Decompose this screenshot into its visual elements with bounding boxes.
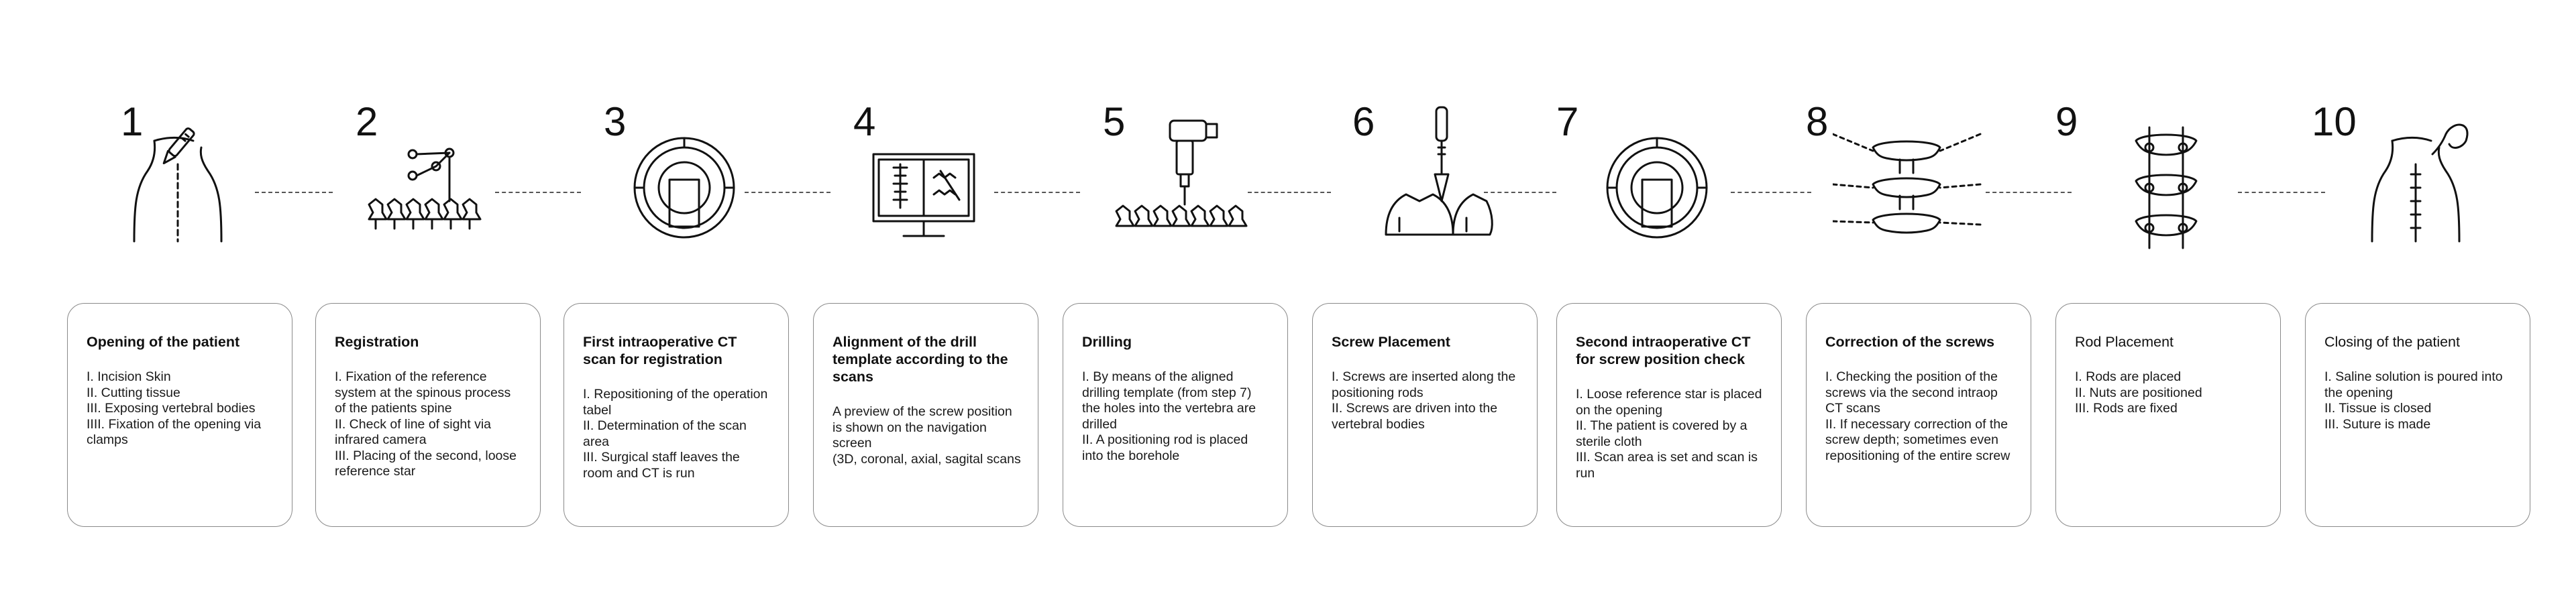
step-description: I. By means of the aligned drilling temp… [1082,369,1271,464]
step-card: Registration I. Fixation of the referenc… [315,303,541,527]
step-card: Rod Placement I. Rods are placed II. Nut… [2055,303,2281,527]
step-title: Correction of the screws [1825,334,1995,350]
step-line: II. Check of line of sight via infrared … [335,416,492,448]
step-card: Alignment of the drill template accordin… [813,303,1038,527]
step-line: II. Determination of the scan area [583,418,747,449]
step-card: Correction of the screws I. Checking the… [1806,303,2031,527]
step-number: 5 [1103,99,1126,144]
screwdriver-icon [1366,87,1520,255]
step-description: I. Fixation of the reference system at t… [335,369,524,480]
step-9: 9 Rod Placement I. Rods are placed II. N… [2055,0,2284,604]
step-number: 9 [2055,99,2078,144]
connector-6-7 [1484,192,1556,193]
step-line: II. The patient is covered by a sterile … [1576,418,1748,449]
step-line: II. Cutting tissue [87,385,180,400]
step-8: 8 Correction of the screws I. Checking t… [1806,0,2034,604]
step-line: III. Placing of the second, loose refere… [335,448,517,479]
step-title: Registration [335,334,419,350]
step-description: I. Loose reference star is placed on the… [1576,387,1765,481]
step-number: 8 [1806,99,1829,144]
step-line: III. Rods are fixed [2075,401,2178,416]
step-line: I. Saline solution is poured into the op… [2324,369,2503,400]
connector-4-5 [994,192,1080,193]
step-6: 6 Screw Placement I. Screws are inserted… [1312,0,1540,604]
step-card: Second intraoperative CT for screw posit… [1556,303,1782,527]
step-description: I. Rods are placed II. Nuts are position… [2075,369,2264,417]
step-line: I. Rods are placed [2075,369,2182,384]
ct-scanner-icon [1583,87,1737,255]
connector-5-6 [1248,192,1331,193]
step-description: A preview of the screw position is shown… [833,404,1022,467]
step-7: 7 Second intraoperative CT for screw pos… [1556,0,1784,604]
step-description: I. Screws are inserted along the positio… [1332,369,1521,432]
step-description: I. Checking the position of the screws v… [1825,369,2015,464]
step-line: II. Nuts are positioned [2075,385,2202,400]
spine-rods-icon [2096,87,2250,255]
step-description: I. Incision Skin II. Cutting tissue III.… [87,369,276,448]
step-title: Opening of the patient [87,334,240,350]
step-5: 5 Drilling I. By means of the aligned dr… [1063,0,1291,604]
step-4: 4 Alignment of the drill template accord… [813,0,1041,604]
connector-3-4 [745,192,830,193]
connector-9-10 [2238,192,2325,193]
step-line: II. Screws are driven into the vertebral… [1332,401,1498,432]
step-title: First intraoperative CT scan for registr… [583,334,737,367]
step-number: 3 [604,99,627,144]
ct-scanner-icon [610,87,765,255]
step-line: I. Incision Skin [87,369,171,384]
step-2: 2 Registration [315,0,543,604]
step-description: I. Saline solution is poured into the op… [2324,369,2514,432]
step-card: Closing of the patient I. Saline solutio… [2305,303,2530,527]
step-line: II. A positioning rod is placed into the… [1082,432,1248,463]
step-line: III. Surgical staff leaves the room and … [583,450,740,481]
connector-8-9 [1986,192,2072,193]
vertebrae-screws-icon [1833,87,1987,255]
step-card: Opening of the patient I. Incision Skin … [67,303,292,527]
connector-1-2 [255,192,333,193]
step-number: 6 [1352,99,1375,144]
step-line: I. Checking the position of the screws v… [1825,369,1998,416]
step-line: A preview of the screw position is shown… [833,404,1012,450]
step-title: Screw Placement [1332,334,1450,350]
drill-icon [1110,87,1264,255]
connector-2-3 [495,192,581,193]
step-number: 2 [356,99,378,144]
step-number: 10 [2312,99,2357,144]
step-line: III. Suture is made [2324,416,2431,432]
step-card: Screw Placement I. Screws are inserted a… [1312,303,1538,527]
step-title: Second intraoperative CT for screw posit… [1576,334,1751,367]
step-line: I. Screws are inserted along the positio… [1332,369,1516,400]
step-card: First intraoperative CT scan for registr… [564,303,789,527]
step-1: 1 Opening of the patient I. Incision Ski… [67,0,295,604]
step-number: 7 [1556,99,1579,144]
step-line: III. Exposing vertebral bodies [87,401,256,416]
step-3: 3 First intraoperative CT scan for regis… [564,0,792,604]
step-title: Alignment of the drill template accordin… [833,334,1008,385]
vertebrae-reference-star-icon [356,87,510,255]
patient-back-suture-icon [2352,87,2506,255]
step-title: Closing of the patient [2324,334,2460,350]
step-title: Drilling [1082,334,1132,350]
patient-back-scalpel-icon [107,87,262,255]
step-10: 10 Closing of the patient I. Saline solu… [2305,0,2533,604]
step-number: 4 [853,99,876,144]
step-line: II. If necessary correction of the screw… [1825,416,2010,463]
step-line: I. Repositioning of the operation tabel [583,387,768,418]
step-card: Drilling I. By means of the aligned dril… [1063,303,1288,527]
step-line: (3D, coronal, axial, sagital scans [833,451,1021,467]
step-description: I. Repositioning of the operation tabel … [583,387,772,481]
step-title: Rod Placement [2075,334,2174,350]
step-line: I. Fixation of the reference system at t… [335,369,511,416]
step-number: 1 [121,99,144,144]
step-line: III. Scan area is set and scan is run [1576,450,1758,481]
step-line: I. Loose reference star is placed on the… [1576,387,1762,418]
connector-7-8 [1731,192,1811,193]
step-line: IIII. Fixation of the opening via clamps [87,416,262,448]
step-line: I. By means of the aligned drilling temp… [1082,369,1256,432]
step-line: II. Tissue is closed [2324,401,2432,416]
navigation-monitor-icon [860,87,1014,255]
